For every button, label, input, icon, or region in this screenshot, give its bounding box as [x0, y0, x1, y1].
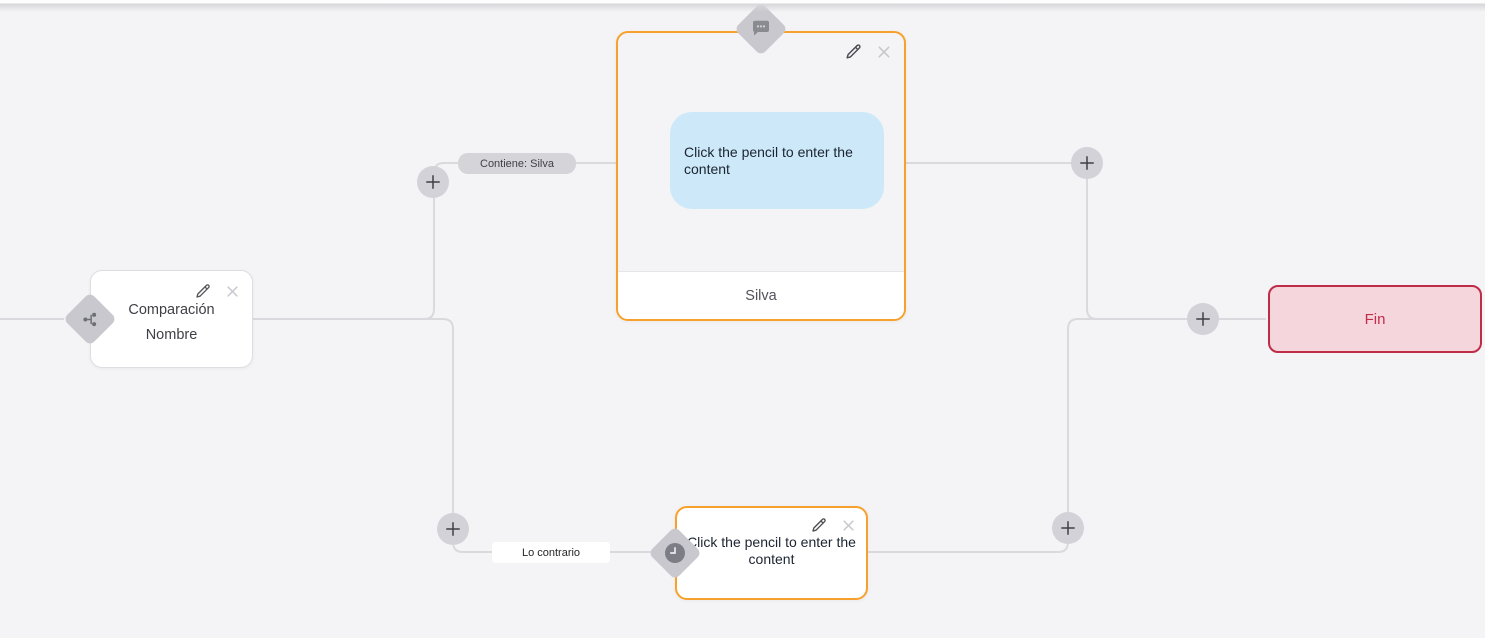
edge-message-to-end: [904, 162, 1266, 320]
message-node-connector: [733, 1, 789, 57]
close-icon: [876, 44, 892, 60]
branch-label-otherwise: Lo contrario: [492, 542, 610, 563]
add-step-button-after-action[interactable]: [1052, 512, 1084, 544]
condition-node[interactable]: Comparación Nombre: [90, 270, 253, 368]
pencil-icon: [194, 282, 212, 300]
clock-icon: [664, 542, 686, 564]
action-placeholder-text: Click the pencil to enter the content: [687, 534, 856, 567]
close-icon: [225, 284, 240, 299]
message-node-name: Silva: [745, 287, 777, 304]
end-node-label: Fin: [1364, 310, 1386, 328]
message-placeholder-text: Click the pencil to enter the content: [684, 143, 853, 177]
plus-icon: [1194, 310, 1212, 328]
add-step-button-before-end[interactable]: [1187, 303, 1219, 335]
delete-message-button[interactable]: [876, 44, 892, 60]
message-node[interactable]: Click the pencil to enter the content Si…: [616, 31, 906, 321]
close-icon: [841, 518, 856, 533]
condition-title-line1: Comparación: [128, 302, 215, 318]
edge-condition-to-action: [253, 318, 662, 553]
delete-action-button[interactable]: [841, 518, 856, 533]
end-node[interactable]: Fin: [1268, 285, 1482, 353]
plus-icon: [424, 173, 442, 191]
branch-label-contains: Contiene: Silva: [458, 153, 576, 174]
message-node-footer: Silva: [618, 271, 904, 319]
edge-action-to-end: [866, 318, 1266, 553]
message-bubble: Click the pencil to enter the content: [670, 112, 884, 209]
plus-icon: [444, 520, 462, 538]
pencil-icon: [844, 42, 863, 61]
edit-message-button[interactable]: [844, 42, 863, 61]
action-node[interactable]: Click the pencil to enter the content: [675, 506, 868, 600]
edit-action-button[interactable]: [810, 516, 828, 534]
plus-icon: [1078, 154, 1096, 172]
pencil-icon: [810, 516, 828, 534]
add-step-button-branch-top[interactable]: [417, 166, 449, 198]
branch-icon: [82, 311, 99, 328]
delete-condition-button[interactable]: [225, 284, 240, 299]
message-bubble-icon: [751, 20, 771, 38]
condition-node-connector: [62, 291, 118, 347]
plus-icon: [1059, 519, 1077, 537]
condition-title-line2: Nombre: [145, 327, 198, 343]
add-step-button-after-message[interactable]: [1071, 147, 1103, 179]
action-node-connector: [647, 525, 703, 581]
edit-condition-button[interactable]: [194, 282, 212, 300]
add-step-button-branch-bottom[interactable]: [437, 513, 469, 545]
